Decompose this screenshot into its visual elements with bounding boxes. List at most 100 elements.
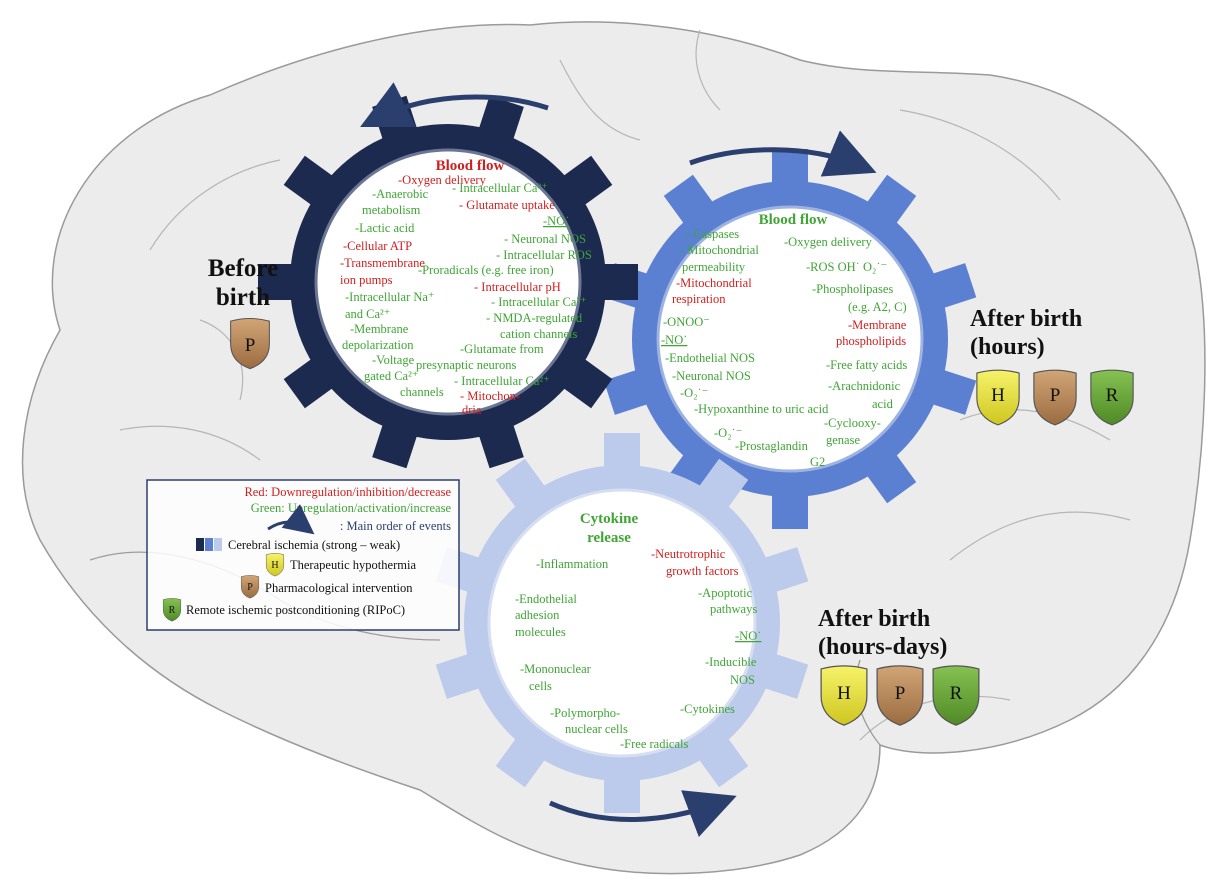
gear-item-text: -Inflammation — [536, 557, 609, 571]
gear-item-text: phospholipids — [836, 334, 906, 348]
gear2-title: Blood flow — [759, 212, 828, 228]
gear-item-text: -Oxygen delivery — [784, 235, 873, 249]
gear-item-text: - Intracellular pH — [474, 280, 561, 294]
gear-item-text: -Cellular ATP — [343, 239, 412, 253]
shield-h-hours: H — [976, 369, 1020, 426]
gear-item-text: - Glutamate uptake — [459, 198, 555, 212]
gear-item-text: pathways — [710, 602, 757, 616]
gear-item-text: -Membrane — [848, 318, 907, 332]
gear-item-text: -ROS OH˙ O₂˙⁻ — [806, 260, 887, 274]
gear-item-text: presynaptic neurons — [416, 358, 516, 372]
after-hours-days-line1: After birth — [818, 606, 930, 632]
shield-p-hours: P — [1033, 369, 1077, 426]
svg-text:P: P — [895, 683, 906, 704]
gear-item-text: -Inducible — [705, 655, 757, 669]
gear-item-text: -Mitochondrial — [676, 276, 752, 290]
gear1-title: Blood flow — [436, 158, 505, 174]
gear-item-text: (e.g. A2, C) — [848, 300, 907, 314]
gear-item-text: -Cyclooxy- — [824, 416, 881, 430]
gear-item-text: -Hypoxanthine to uric acid — [694, 402, 829, 416]
gear-item-text: channels — [400, 385, 444, 399]
gear-cytokine-release — [435, 433, 809, 813]
gear-item-text: -Phospholipases — [812, 282, 893, 296]
gear-item-text: -Anaerobic — [372, 187, 429, 201]
gear-item-text: -Intracellular Na⁺ — [345, 290, 435, 304]
legend-ischemia-label: Cerebral ischemia (strong – weak) — [228, 538, 400, 552]
gear-item-text: - NMDA-regulated — [486, 311, 583, 325]
arrow-gear3-cw — [548, 790, 737, 838]
shield-p-before: P — [230, 317, 270, 370]
gear-item-text: - Intracellular Ca²⁺ — [454, 374, 550, 388]
gear-item-text: metabolism — [362, 203, 421, 217]
legend-arrow-label: : Main order of events — [340, 519, 451, 533]
legend: Red: Downregulation/inhibition/decrease … — [146, 479, 460, 631]
legend-pharma-label: Pharmacological intervention — [265, 581, 413, 595]
gear-item-text: cells — [529, 679, 552, 693]
gear-item-text: -Free radicals — [620, 737, 689, 751]
gear-item-text: -Endothelial NOS — [665, 351, 755, 365]
gear-item-text: - Caspases — [686, 227, 739, 241]
legend-shield-r-icon: R — [162, 598, 182, 622]
gear-item-text: gated Ca²⁺ — [364, 369, 418, 383]
gear-item-text: nuclear cells — [565, 722, 628, 736]
gear-item-text: respiration — [672, 292, 726, 306]
svg-text:P: P — [247, 582, 253, 593]
before-birth-line1: Before — [208, 255, 278, 282]
shield-p-days: P — [876, 665, 924, 726]
gear-item-text: -Prostaglandin — [735, 439, 809, 453]
before-birth-line2: birth — [216, 284, 270, 311]
legend-hypothermia-label: Therapeutic hypothermia — [290, 558, 416, 572]
svg-text:H: H — [991, 385, 1005, 406]
svg-text:P: P — [1050, 385, 1061, 406]
gear-item-text: -Endothelial — [515, 592, 577, 606]
svg-text:P: P — [245, 335, 256, 356]
gear-item-text: -Free fatty acids — [826, 358, 907, 372]
gear-item-text: -O₂˙⁻ — [714, 426, 742, 440]
gear-item-text: -O₂˙⁻ — [680, 386, 708, 400]
gear-item-text: G2 — [810, 455, 825, 469]
gear-item-text: adhesion — [515, 608, 560, 622]
svg-text:H: H — [837, 683, 851, 704]
after-hours-days-line2: (hours-days) — [818, 634, 947, 660]
gear-item-text: -Oxygen delivery — [398, 173, 487, 187]
gear-item-text: -Arachnidonic — [828, 379, 901, 393]
gear-item-text: -Transmembrane — [340, 256, 425, 270]
gear2-items: - Caspases-Oxygen delivery- Mitochondria… — [661, 227, 907, 469]
gear-item-text: -Mononuclear — [520, 662, 592, 676]
gear-blood-flow-before-birth — [258, 95, 638, 469]
shield-r-hours: R — [1090, 369, 1134, 426]
gear-item-text: - Mitochon- — [460, 389, 520, 403]
shield-h-days: H — [820, 665, 868, 726]
gear-item-text: -Voltage — [372, 353, 415, 367]
legend-red-label: Red: Downregulation/inhibition/decrease — [244, 485, 451, 499]
gear-item-text: -NO˙ — [661, 333, 687, 347]
legend-shield-p-icon: P — [240, 575, 260, 599]
gear-item-text: NOS — [730, 673, 755, 687]
gear3-title-line1: Cytokine — [580, 511, 639, 527]
svg-text:R: R — [1106, 385, 1119, 406]
gear-item-text: -Glutamate from — [460, 342, 544, 356]
gear-item-text: -Lactic acid — [355, 221, 415, 235]
gear-item-text: -Membrane — [350, 322, 409, 336]
gear-item-text: acid — [872, 397, 894, 411]
after-hours-line2: (hours) — [970, 334, 1045, 360]
gear-item-text: -Apoptotic — [698, 586, 753, 600]
svg-text:R: R — [950, 683, 963, 704]
gear-item-text: -Polymorpho- — [550, 706, 620, 720]
gear-item-text: - Intracellular Ca²⁺ — [452, 181, 548, 195]
gear-blood-flow-after-hours — [603, 149, 977, 529]
legend-ischemia-swatch — [196, 538, 222, 551]
gear-item-text: molecules — [515, 625, 566, 639]
gear-item-text: cation channels — [500, 327, 578, 341]
gear-item-text: - Neuronal NOS — [504, 232, 586, 246]
legend-ripoc-label: Remote ischemic postconditioning (RIPoC) — [186, 603, 405, 617]
gear-item-text: -NO˙ — [735, 629, 761, 643]
legend-arrow-icon — [267, 504, 315, 535]
gear-item-text: -NO˙ — [543, 214, 569, 228]
gear-item-text: -Neuronal NOS — [672, 369, 751, 383]
gear-item-text: growth factors — [666, 564, 739, 578]
gear-item-text: permeability — [682, 260, 746, 274]
